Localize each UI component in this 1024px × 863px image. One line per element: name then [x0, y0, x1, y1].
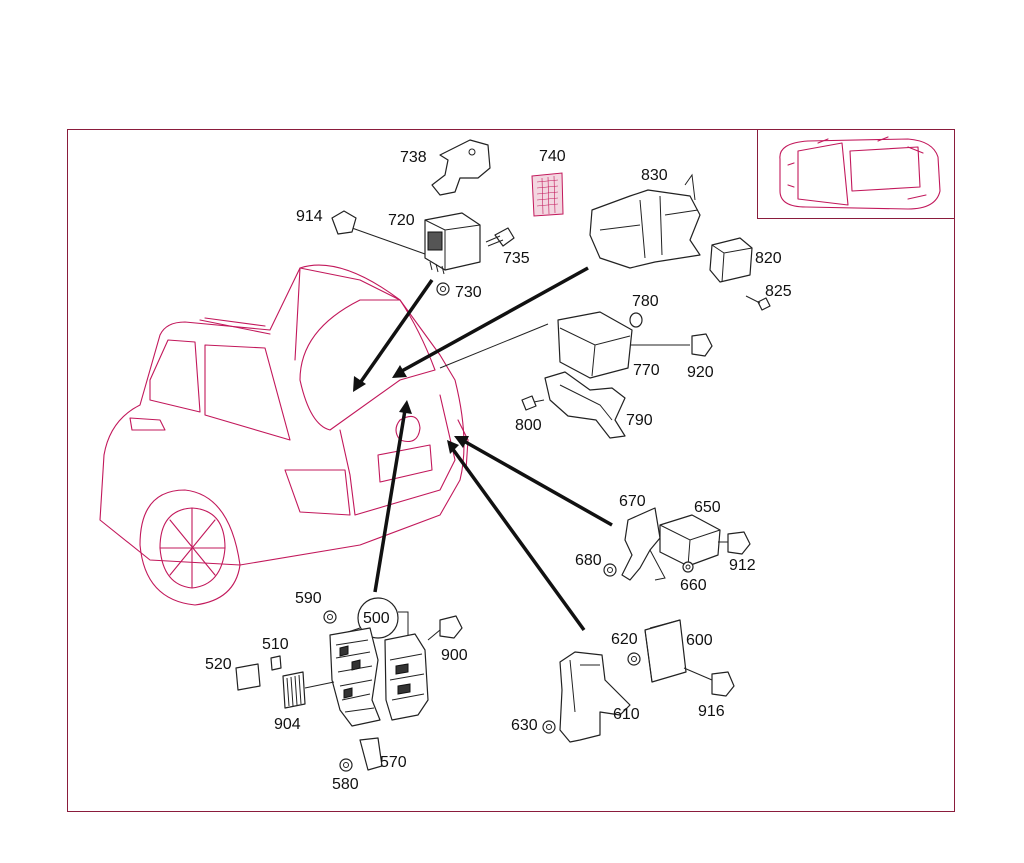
bracket-738 [431, 139, 491, 196]
part-label-800: 800 [515, 417, 542, 434]
part-label-780: 780 [632, 293, 659, 310]
part-label-730: 730 [455, 284, 482, 301]
connector-900 [439, 615, 463, 639]
part-label-520: 520 [205, 656, 232, 673]
nut-620 [627, 652, 641, 666]
part-label-660: 660 [680, 577, 707, 594]
part-label-630: 630 [511, 717, 538, 734]
part-label-670: 670 [619, 493, 646, 510]
nut-630 [542, 720, 556, 734]
part-label-570: 570 [380, 754, 407, 771]
fusebox-500-left [329, 627, 381, 727]
part-label-590: 590 [295, 590, 322, 607]
vehicle-overview-inset [757, 129, 955, 219]
part-label-820: 820 [755, 250, 782, 267]
bolt-800 [521, 395, 545, 411]
nut-660 [682, 561, 694, 573]
part-label-830: 830 [641, 167, 668, 184]
relay-520 [235, 663, 261, 691]
module-720 [424, 212, 481, 275]
part-label-735: 735 [503, 250, 530, 267]
nut-590 [323, 610, 337, 624]
nut-730 [436, 282, 450, 296]
part-label-920: 920 [687, 364, 714, 381]
module-820 [709, 237, 753, 283]
connector-916 [711, 671, 735, 697]
part-label-600: 600 [686, 632, 713, 649]
nut-680 [603, 563, 617, 577]
part-label-914: 914 [296, 208, 323, 225]
fusebox-500-right [384, 633, 429, 721]
part-label-900: 900 [441, 647, 468, 664]
part-label-790: 790 [626, 412, 653, 429]
module-650 [659, 514, 721, 567]
plug-904 [282, 671, 335, 709]
part-label-650: 650 [694, 499, 721, 516]
part-label-740: 740 [539, 148, 566, 165]
part-label-510: 510 [262, 636, 289, 653]
diagram-frame [67, 129, 955, 812]
part-label-916: 916 [698, 703, 725, 720]
part-label-500: 500 [363, 610, 390, 627]
bracket-610 [559, 651, 631, 743]
bracket-790 [544, 371, 626, 439]
part-label-580: 580 [332, 776, 359, 793]
rear-vehicle-icon [99, 264, 469, 606]
part-label-620: 620 [611, 631, 638, 648]
module-770 [557, 311, 633, 379]
part-label-610: 610 [613, 706, 640, 723]
nut-580 [339, 758, 353, 772]
part-label-680: 680 [575, 552, 602, 569]
connector-912 [727, 531, 751, 555]
module-600 [644, 619, 687, 683]
part-label-904: 904 [274, 716, 301, 733]
part-label-770: 770 [633, 362, 660, 379]
vehicle-overview-icon [779, 136, 941, 210]
part-label-720: 720 [388, 212, 415, 229]
connector-914 [331, 210, 357, 235]
part-label-912: 912 [729, 557, 756, 574]
bracket-830 [589, 173, 701, 269]
part-label-738: 738 [400, 149, 427, 166]
washer-780 [629, 312, 643, 328]
bracket-670 [621, 507, 666, 581]
pad-740 [531, 172, 564, 217]
fuse-510 [270, 655, 282, 671]
screw-825 [745, 295, 771, 311]
bracket-570 [359, 737, 383, 771]
leader-arrows [353, 266, 613, 632]
bolt-735 [485, 227, 515, 247]
connector-920 [691, 333, 713, 357]
part-label-825: 825 [765, 283, 792, 300]
